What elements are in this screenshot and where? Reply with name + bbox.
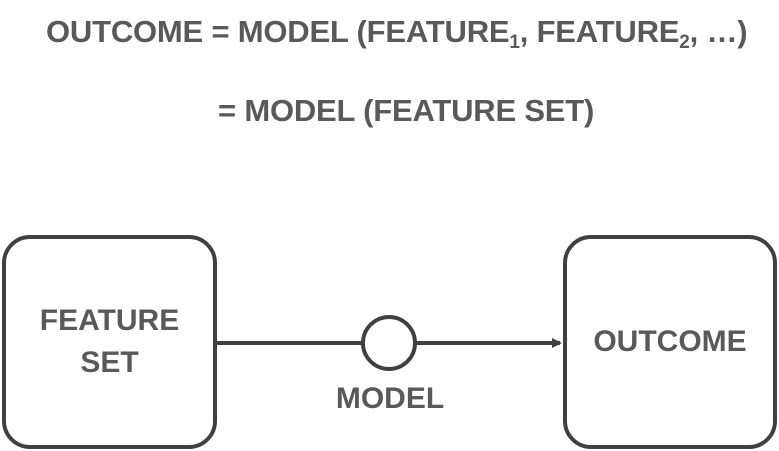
model-label: MODEL bbox=[335, 382, 445, 415]
equation-line-2: = MODEL (FEATURE SET) bbox=[218, 93, 595, 128]
feature-set-label-line-1: FEATURE bbox=[39, 304, 180, 337]
feature-set-label-line-2: SET bbox=[80, 346, 139, 379]
feature-set-label: FEATURE SET bbox=[40, 300, 179, 384]
equation-line-1-prefix: OUTCOME = MODEL (FEATURE bbox=[46, 14, 510, 49]
equation-line-1-middle: , FEATURE bbox=[519, 14, 680, 49]
outcome-box: OUTCOME bbox=[563, 235, 777, 449]
feature-subscript-1: 1 bbox=[509, 32, 520, 53]
equation-line-1-suffix: , …) bbox=[689, 14, 748, 49]
feature-set-box: FEATURE SET bbox=[2, 235, 217, 449]
equation-line-1: OUTCOME = MODEL (FEATURE1, FEATURE2, …) bbox=[46, 14, 748, 53]
outcome-label: OUTCOME bbox=[593, 325, 747, 358]
model-node-circle bbox=[361, 315, 417, 371]
feature-subscript-2: 2 bbox=[679, 32, 690, 53]
